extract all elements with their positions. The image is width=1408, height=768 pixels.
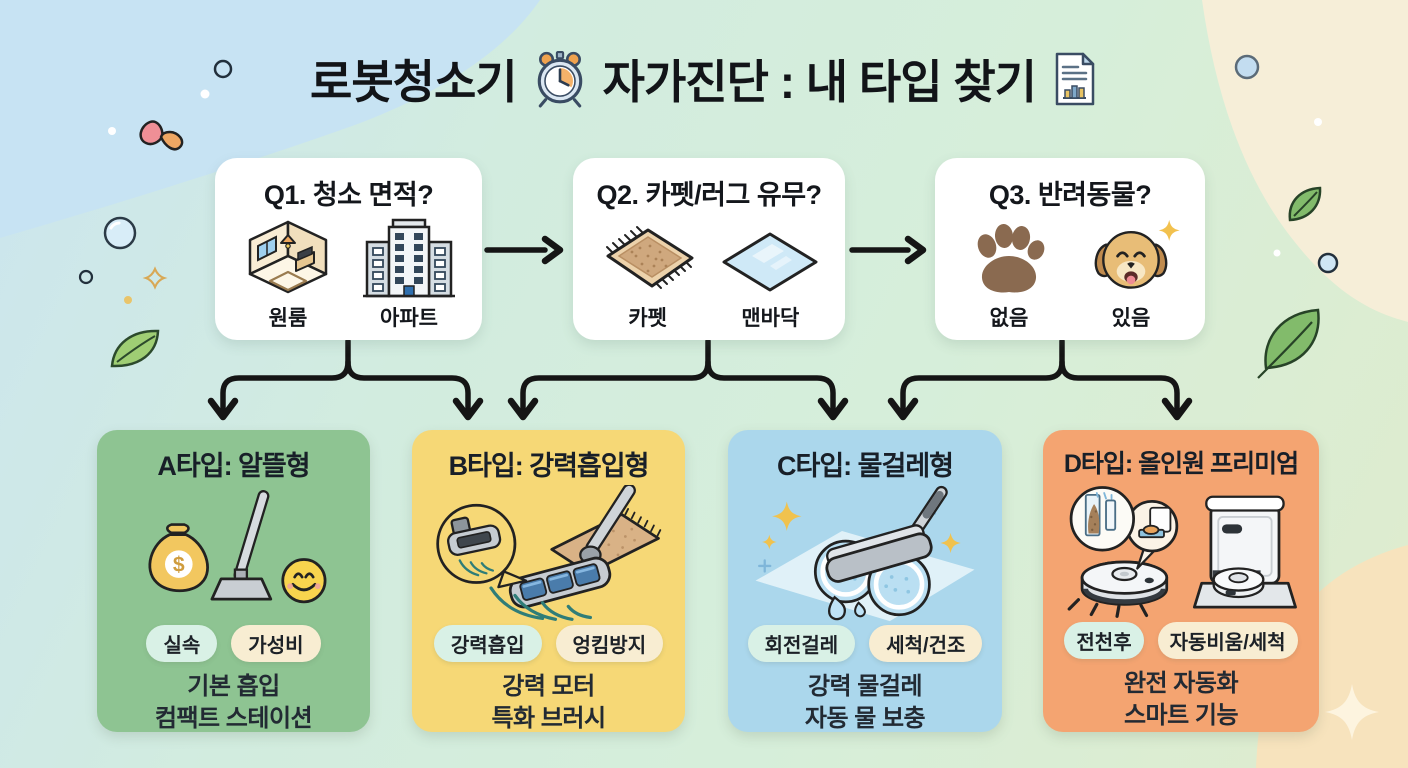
- feature-line: 특화 브러시: [491, 704, 606, 732]
- mop-body: [825, 524, 933, 583]
- arrow-q3-typeD: [1059, 359, 1180, 412]
- dustbin-callout: [1069, 486, 1136, 552]
- type-card-a: A타입: 알뜰형 $: [97, 430, 370, 732]
- question-box-q1: Q1. 청소 면적? 원룸: [215, 158, 482, 340]
- tag-badge: 실속: [146, 625, 218, 662]
- arrow-q2-typeB: [520, 338, 711, 412]
- feature-line: 강력 모터: [502, 673, 595, 700]
- arrow-q2-typeC: [705, 359, 836, 412]
- bar-chart-document-icon: [1055, 52, 1095, 106]
- option-apartment: 아파트: [353, 216, 465, 332]
- option-one-room: 원룸: [232, 216, 344, 332]
- suction-illustration: [435, 485, 661, 621]
- type-card-d: D타입: 올인원 프리미엄: [1043, 430, 1319, 732]
- title-part-1: 로봇청소기: [310, 56, 518, 108]
- all-in-one-illustration: [1067, 486, 1297, 618]
- tag-badge: 엉킴방지: [555, 625, 664, 662]
- type-features: 강력 물걸레 자동 물 보충: [728, 671, 1002, 734]
- type-features: 완전 자동화 스마트 기능: [1043, 668, 1319, 731]
- budget-vacuum-illustration: $: [147, 490, 326, 604]
- tag-badge: 자동비움/세척: [1157, 622, 1298, 659]
- robot-vacuum-icon: [1067, 560, 1169, 618]
- carpet-rug-icon: [605, 226, 694, 289]
- arrow-q3-typeC: [900, 338, 1065, 412]
- type-card-c: C타입: 물걸레형: [728, 430, 1002, 732]
- type-c-illustration: [728, 485, 1002, 623]
- feature-line: 강력 물걸레: [807, 673, 923, 700]
- apartment-building-icon: [363, 218, 455, 298]
- option-label: 카펫: [628, 307, 667, 330]
- white-dot: [1314, 118, 1322, 126]
- type-b-illustration: [412, 485, 685, 623]
- dog-face-icon: [1094, 219, 1180, 289]
- type-title: A타입: 알뜰형: [157, 451, 310, 481]
- tag-badge: 강력흡입: [433, 625, 542, 662]
- type-card-b: B타입: 강력흡입형: [412, 430, 685, 732]
- question-title: Q1. 청소 면적?: [263, 180, 434, 210]
- arrow-q1-typeA: [220, 338, 351, 412]
- one-room-icon: [248, 220, 328, 294]
- bare-floor-icon: [722, 232, 818, 292]
- option-carpet: 카펫: [592, 216, 704, 332]
- spin-mop-illustration: [755, 485, 975, 622]
- type-features: 기본 흡입 컴팩트 스테이션: [97, 671, 370, 734]
- gold-sparkle-icon: [142, 266, 168, 290]
- money-bag-icon: $: [147, 523, 209, 593]
- motion-ticks: [1067, 598, 1149, 618]
- arrow-q1-typeB: [345, 359, 471, 412]
- sparkles: [761, 501, 961, 554]
- type-d-illustration: [1043, 482, 1319, 620]
- wash-tray-callout: [1125, 499, 1179, 570]
- option-label: 맨바닥: [741, 307, 800, 330]
- tag-badge: 전천후: [1064, 622, 1144, 659]
- title-part-2: 자가진단 : 내 타입 찾기: [602, 56, 1037, 108]
- paint-splash-icon: [139, 120, 184, 151]
- option-bare-floor: 맨바닥: [714, 216, 826, 332]
- dollar-sign: $: [172, 553, 184, 576]
- bubble-icon: [103, 216, 137, 250]
- paw-print-icon: [977, 224, 1045, 293]
- tag-badge: 회전걸레: [747, 625, 856, 662]
- white-dot: [1273, 249, 1281, 257]
- bubble-icon: [1317, 252, 1339, 274]
- white-dot: [108, 127, 116, 135]
- feature-line: 완전 자동화: [1123, 670, 1239, 697]
- all-in-one-dock-icon: [1192, 495, 1297, 609]
- type-features: 강력 모터 특화 브러시: [412, 671, 685, 734]
- brush-closeup-callout: [435, 503, 527, 589]
- circle-outline-icon: [78, 269, 94, 285]
- option-label: 원룸: [268, 307, 308, 330]
- option-label: 없음: [989, 307, 1029, 330]
- alarm-clock-icon: [537, 51, 582, 108]
- leaf-icon: [1288, 186, 1322, 222]
- suction-lines: [488, 586, 592, 621]
- page-title: 로봇청소기 자가진단 : 내 타입 찾기: [0, 46, 1408, 112]
- leaf-icon: [110, 329, 160, 368]
- option-label: 아파트: [380, 307, 438, 330]
- type-title: D타입: 올인원 프리미엄: [1063, 450, 1299, 478]
- vacuum-head: [508, 556, 611, 609]
- type-title: C타입: 물걸레형: [776, 451, 954, 481]
- tag-badge: 세척/건조: [869, 625, 983, 662]
- question-title: Q3. 반려동물?: [988, 180, 1152, 210]
- cream-sparkle-icon: [1325, 684, 1379, 740]
- type-title: B타입: 강력흡입형: [448, 451, 650, 481]
- water-drops: [827, 595, 867, 621]
- feature-line: 자동 물 보충: [804, 704, 926, 732]
- feature-line: 기본 흡입: [187, 673, 280, 700]
- feature-line: 스마트 기능: [1123, 701, 1239, 729]
- feature-line: 컴팩트 스테이션: [154, 704, 313, 732]
- question-box-q2: Q2. 카펫/러그 유무?: [573, 158, 845, 340]
- question-title: Q2. 카펫/러그 유무?: [596, 180, 822, 210]
- type-a-illustration: $: [97, 485, 370, 623]
- option-has-pet: 있음: [1075, 216, 1187, 332]
- smiley-face-icon: [280, 558, 326, 604]
- stick-vacuum-icon: [210, 490, 272, 601]
- option-no-pet: 없음: [953, 216, 1065, 332]
- leaf-icon: [1257, 308, 1320, 379]
- tag-badge: 가성비: [231, 625, 321, 662]
- question-box-q3: Q3. 반려동물? 없음: [935, 158, 1205, 340]
- option-label: 있음: [1111, 307, 1151, 330]
- yellow-dot: [124, 296, 132, 304]
